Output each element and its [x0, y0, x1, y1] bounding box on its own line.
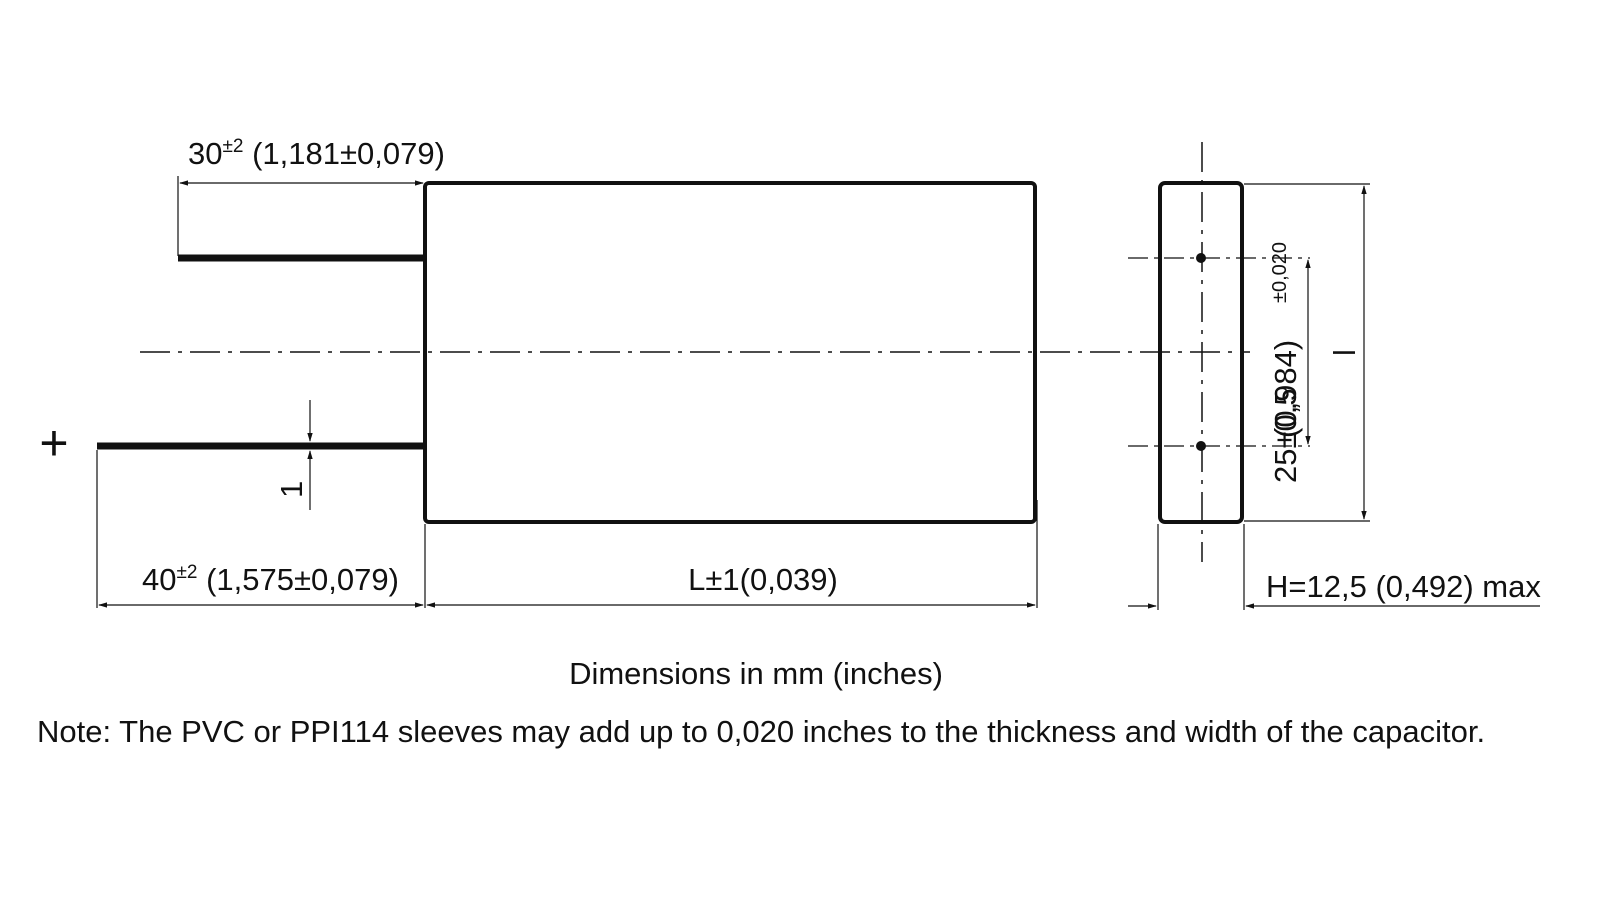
capacitor-side-view: [1158, 181, 1244, 524]
polarity-plus-sign: +: [39, 415, 68, 471]
dim-label-lead-top: 30±2 (1,181±0,079): [188, 136, 445, 171]
note-caption: Note: The PVC or PPI114 sleeves may add …: [37, 714, 1486, 749]
dim-label-height: H=12,5 (0,492) max: [1266, 569, 1541, 604]
capacitor-body: [423, 181, 1037, 524]
dim-label-pitch-tolerance: ±0,020: [1269, 242, 1291, 303]
dim-label-pitch-inch: (0,984): [1268, 340, 1303, 438]
dim-label-lead-bottom: 40±2 (1,575±0,079): [142, 562, 399, 597]
dim-label-length: L±1(0,039): [688, 562, 838, 597]
dim-label-lead-diameter: 1: [274, 481, 309, 498]
dim-label-width: l: [1327, 349, 1362, 356]
lead-dot-top: [1196, 253, 1206, 263]
dim-label-pitch: 25±0,5: [1268, 388, 1303, 483]
lead-dot-bottom: [1196, 441, 1206, 451]
units-caption: Dimensions in mm (inches): [569, 656, 943, 691]
